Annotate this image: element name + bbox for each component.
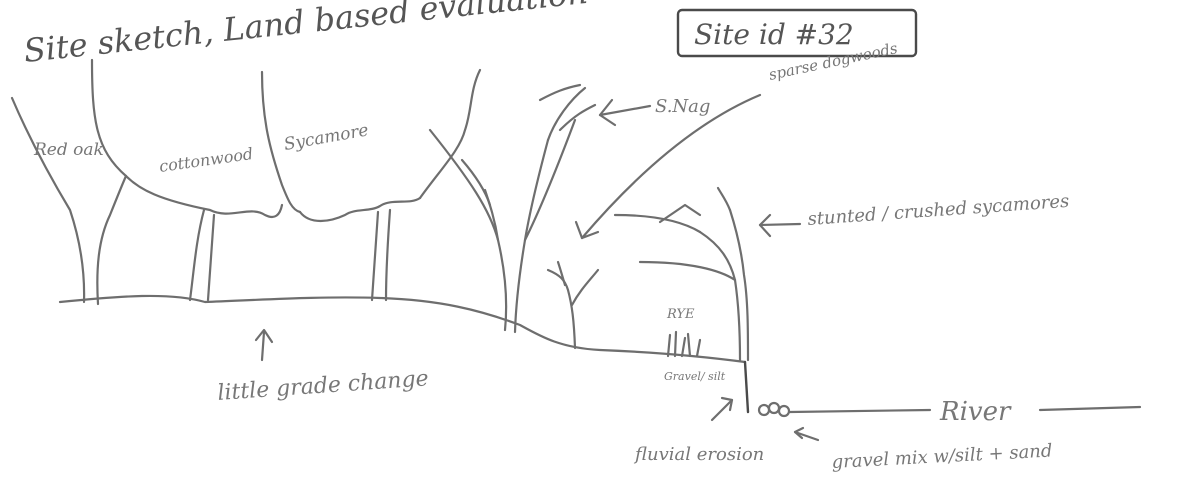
river-bank xyxy=(743,360,750,414)
stunted-sycamores-label: stunted / crushed sycamores xyxy=(807,191,1070,230)
gravel-deposit xyxy=(757,401,791,418)
snag-label: S.Nag xyxy=(655,96,710,117)
river: River xyxy=(757,397,1142,427)
red-oak-tree: Red oak xyxy=(10,58,128,306)
site-id-box: Site id #32 xyxy=(676,8,918,58)
stunted-sycamores: stunted / crushed sycamores xyxy=(613,186,1070,362)
sycamore-tree: Sycamore xyxy=(282,68,482,302)
grade-change-note: little grade change xyxy=(217,328,430,406)
sparse-dogwoods: sparse dogwoods xyxy=(546,39,899,350)
snag-tree: S.Nag xyxy=(428,83,710,334)
cottonwood-label: cottonwood xyxy=(158,144,254,176)
sycamore-label: Sycamore xyxy=(282,120,370,155)
red-oak-label: Red oak xyxy=(33,140,104,160)
site-id-label: Site id #32 xyxy=(694,18,854,51)
fluvial-erosion-label: fluvial erosion xyxy=(633,444,764,465)
diagram-title: Site sketch, Land based evaluation xyxy=(22,0,590,70)
fluvial-erosion-note: fluvial erosion xyxy=(633,396,764,465)
cottonwood-tree: cottonwood xyxy=(124,70,302,302)
river-label: River xyxy=(939,397,1012,427)
gravel-silt-label: Gravel/ silt xyxy=(664,370,726,383)
grade-change-label: little grade change xyxy=(217,366,430,406)
rye-label: RYE xyxy=(666,307,695,322)
ground-line xyxy=(58,294,747,364)
gravel-mix-label: gravel mix w/silt + sand xyxy=(831,440,1053,473)
rye-patch: RYE xyxy=(666,307,702,358)
gravel-mix-note: gravel mix w/silt + sand xyxy=(793,426,1053,473)
